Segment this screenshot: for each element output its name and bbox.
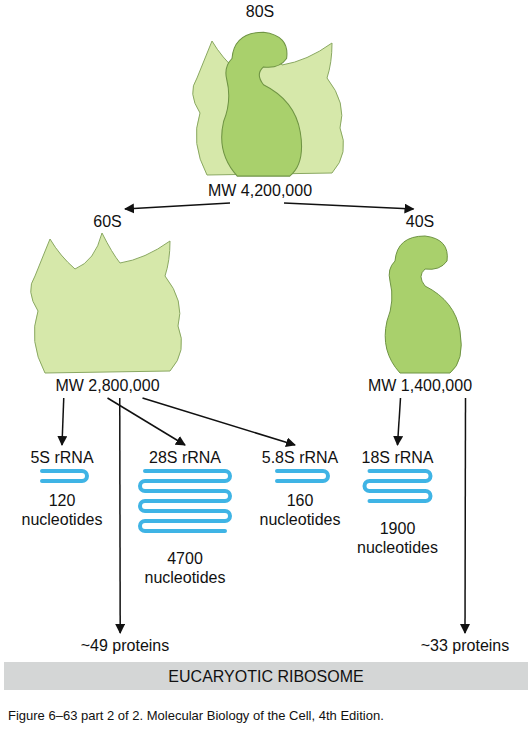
shape-area (160, 21, 360, 181)
shape-area (355, 231, 485, 376)
shape-area (20, 231, 195, 376)
rrna-5s: 5S rRNA 120 nucleotides (12, 448, 112, 529)
node-sublabel: 120 nucleotides (14, 491, 110, 529)
shape-area (250, 467, 350, 491)
subunit-40s: 40S MW 1,400,000 (355, 212, 485, 395)
rrna-strand (277, 471, 328, 481)
arrow-connector (119, 398, 121, 633)
arrow-connector (464, 398, 466, 633)
shape-illustration (355, 231, 485, 376)
node-label: 18S rRNA (361, 448, 433, 467)
rrna-strand (140, 471, 230, 531)
node-label: 28S rRNA (149, 448, 221, 467)
node-sublabel: MW 2,800,000 (55, 376, 159, 395)
node-label: 5S rRNA (30, 448, 93, 467)
title-band: EUCARYOTIC RIBOSOME (4, 662, 528, 690)
subunit-60s: 60S MW 2,800,000 (20, 212, 195, 395)
small-subunit-shape (222, 32, 302, 176)
node-sublabel: 1900 nucleotides (347, 519, 448, 557)
shape-illustration (20, 231, 195, 376)
shape-area (345, 467, 450, 519)
shape-illustration (160, 21, 360, 181)
shape-illustration (345, 467, 450, 519)
shape-illustration (135, 467, 235, 549)
node-sublabel: 160 nucleotides (252, 491, 348, 529)
arrow-connector (284, 203, 414, 209)
arrow-connector (398, 398, 401, 445)
rrna-strand (42, 471, 87, 481)
arrow-connector (125, 203, 230, 209)
arrow-connector (62, 398, 64, 445)
node-sublabel: MW 1,400,000 (368, 376, 472, 395)
large-subunit-shape (31, 233, 182, 373)
node-sublabel: MW 4,200,000 (208, 181, 312, 200)
node-label: 80S (246, 2, 274, 21)
node-label: 60S (93, 212, 121, 231)
ribosome-80s: 80S MW 4,200,000 (160, 2, 360, 200)
node-label: ~33 proteins (421, 636, 510, 655)
rrna-5-8s: 5.8S rRNA 160 nucleotides (250, 448, 350, 529)
node-label: 40S (406, 212, 434, 231)
protein-count: ~33 proteins (405, 636, 525, 655)
shape-illustration (250, 467, 350, 491)
figure-caption: Figure 6–63 part 2 of 2. Molecular Biolo… (8, 708, 384, 724)
node-sublabel: 4700 nucleotides (137, 549, 233, 587)
shape-area (135, 467, 235, 549)
shape-area (12, 467, 112, 491)
node-label: 5.8S rRNA (262, 448, 338, 467)
arrow-connector (143, 398, 296, 445)
small-subunit-shape (385, 236, 461, 373)
node-label: EUCARYOTIC RIBOSOME (168, 667, 363, 686)
rrna-18s: 18S rRNA 1900 nucleotides (345, 448, 450, 557)
node-label: ~49 proteins (81, 636, 170, 655)
rrna-28s: 28S rRNA 4700 nucleotides (135, 448, 235, 587)
rrna-strand (365, 471, 431, 501)
shape-illustration (12, 467, 112, 491)
protein-count: ~49 proteins (65, 636, 185, 655)
